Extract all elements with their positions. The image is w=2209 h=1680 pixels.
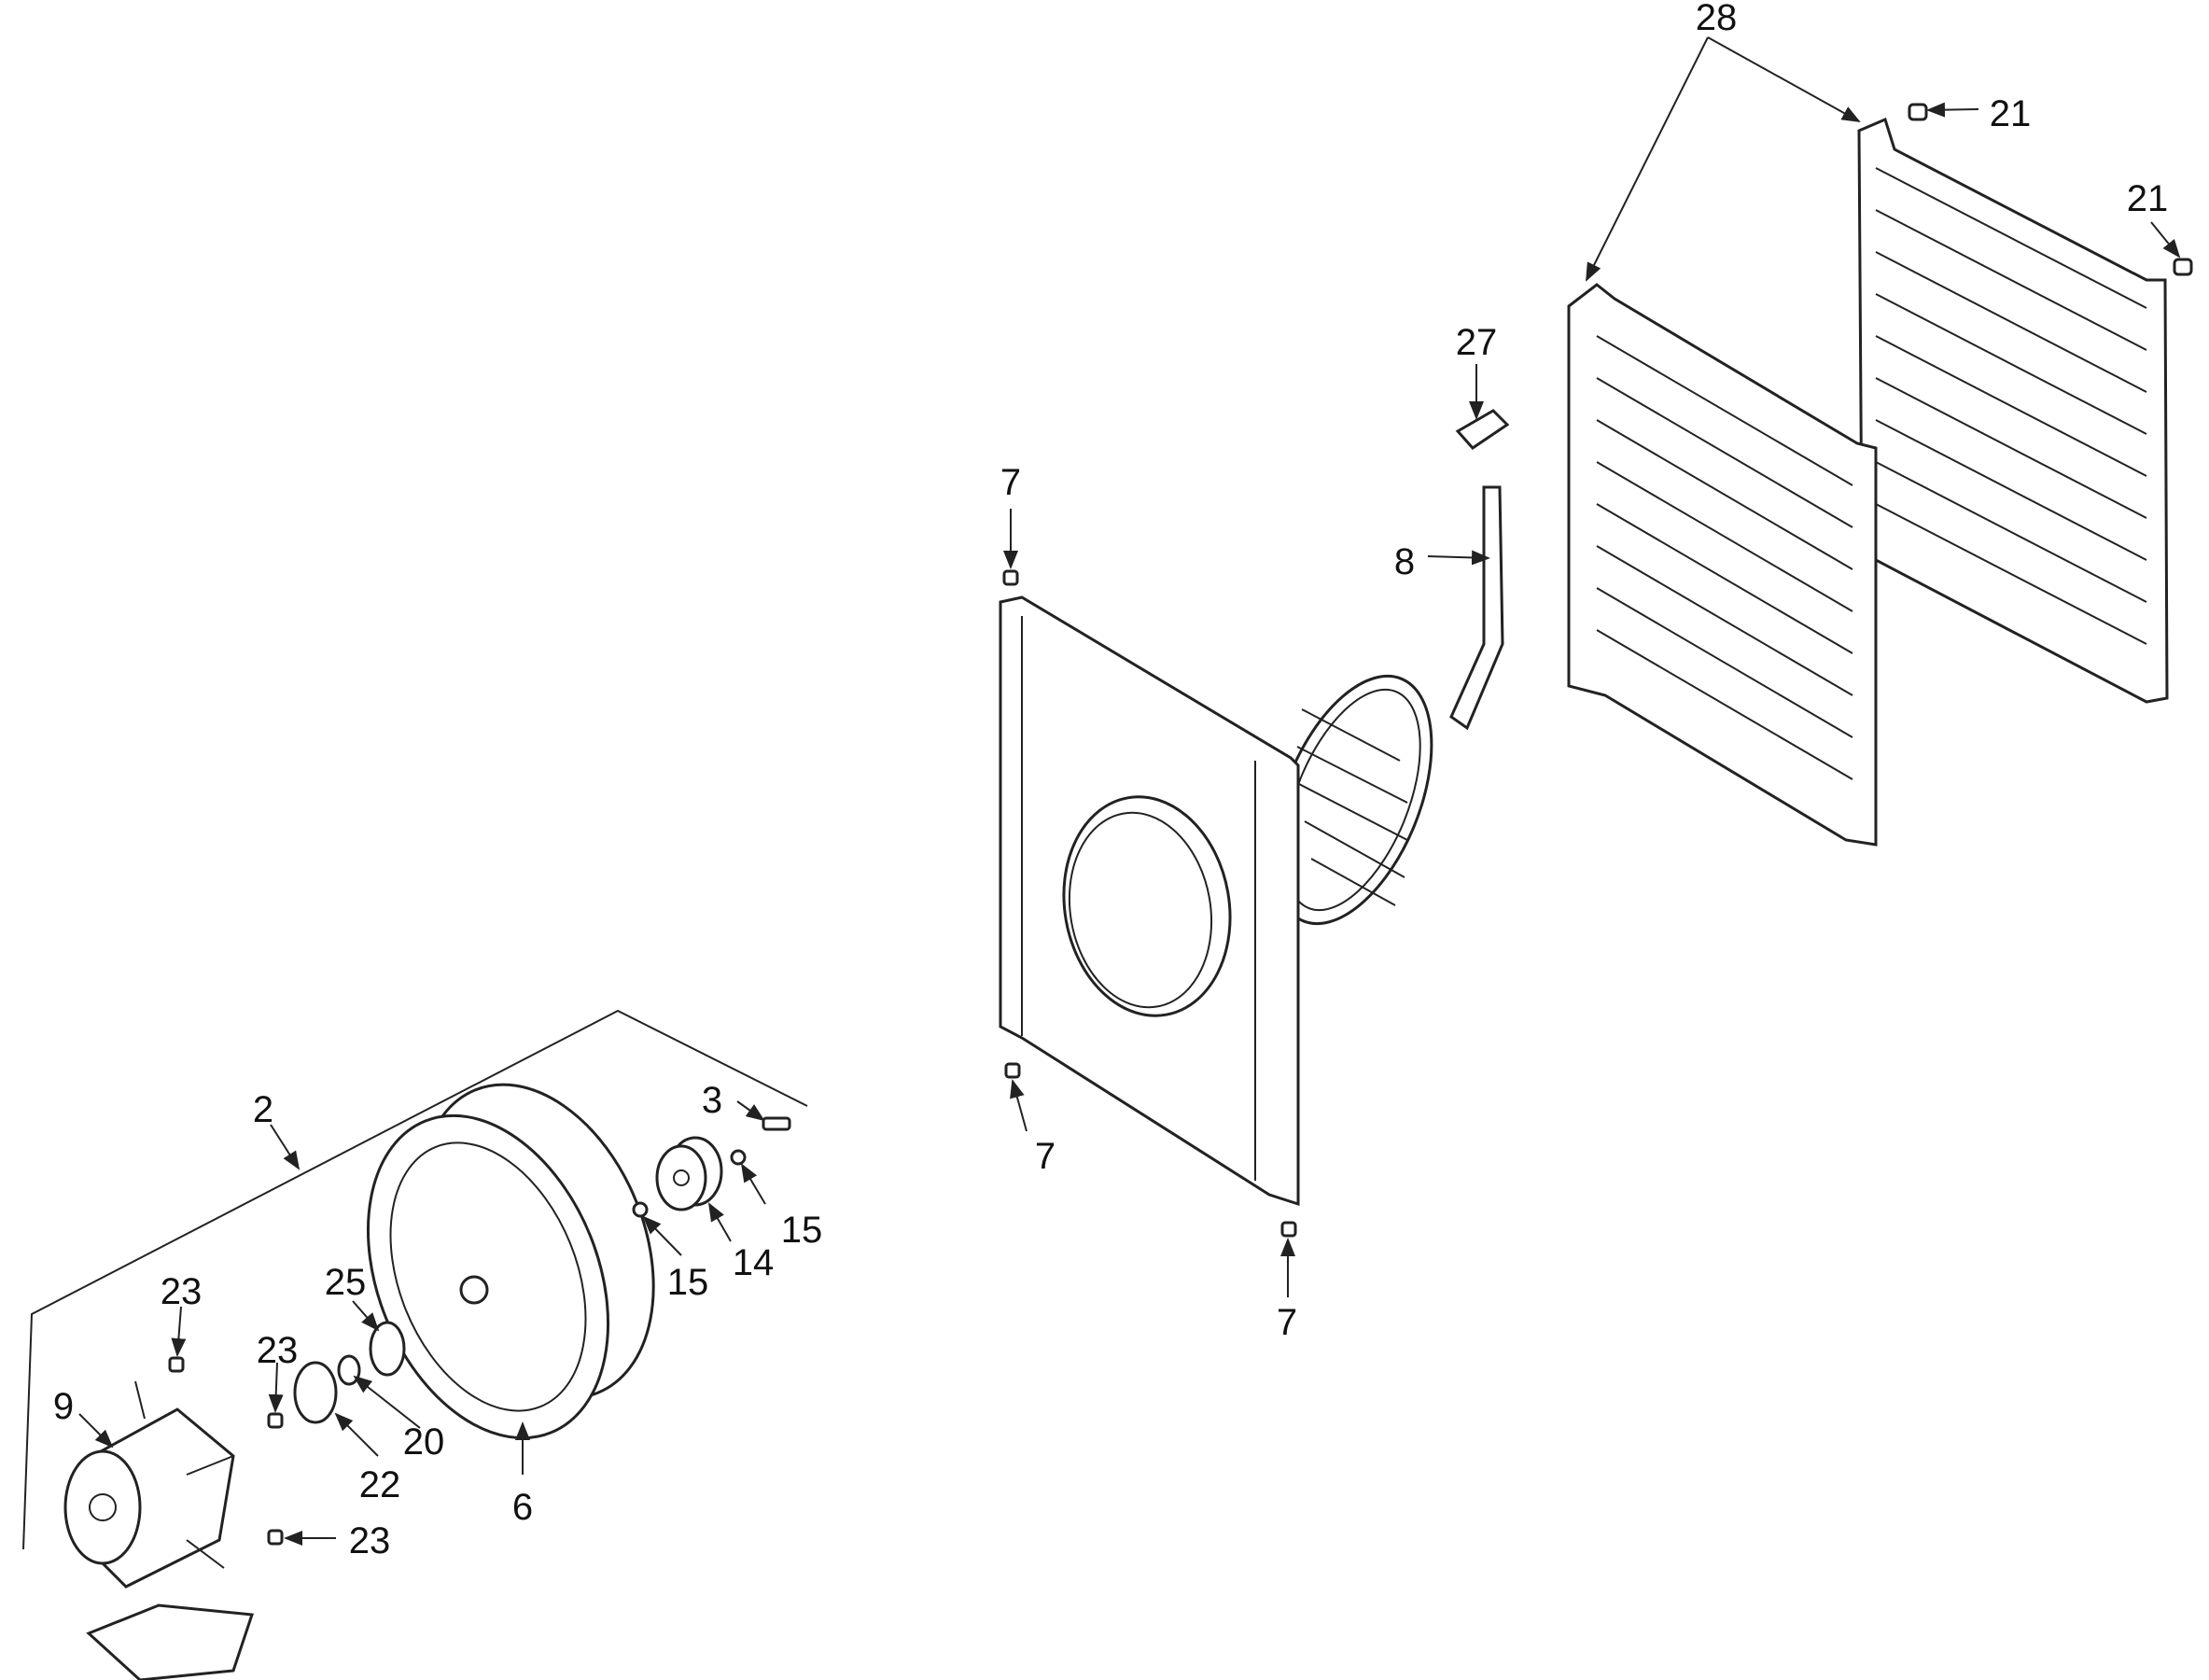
screw-icon bbox=[1280, 1221, 1297, 1238]
assembly-bracket bbox=[22, 1009, 808, 1550]
clip bbox=[1455, 409, 1510, 450]
callout-15: 15 bbox=[667, 1262, 709, 1303]
callout-20: 20 bbox=[403, 1421, 445, 1463]
callout-7: 7 bbox=[1000, 462, 1021, 503]
callout-7: 7 bbox=[1035, 1136, 1056, 1177]
callout-22: 22 bbox=[359, 1464, 401, 1505]
bolt-icon bbox=[762, 1116, 791, 1131]
nut-icon bbox=[267, 1529, 284, 1546]
callout-25: 25 bbox=[325, 1262, 367, 1303]
callout-21: 21 bbox=[1990, 93, 2032, 134]
callout-28: 28 bbox=[1696, 0, 1738, 38]
callout-14: 14 bbox=[733, 1242, 775, 1283]
motor bbox=[63, 1380, 255, 1680]
washer-plate bbox=[293, 1361, 338, 1424]
rack-left bbox=[1567, 283, 1878, 847]
cap-icon bbox=[2173, 258, 2193, 276]
callout-15: 15 bbox=[781, 1210, 823, 1251]
screw-icon bbox=[1002, 569, 1019, 586]
nut-icon bbox=[267, 1412, 284, 1429]
callout-23: 23 bbox=[161, 1271, 203, 1312]
leader-lines bbox=[78, 36, 2181, 1546]
plate bbox=[369, 1321, 406, 1377]
washer-icon bbox=[632, 1201, 649, 1218]
bracket bbox=[1449, 485, 1504, 731]
grille bbox=[1271, 674, 1433, 926]
rack-right bbox=[1857, 117, 2169, 704]
callout-6: 6 bbox=[512, 1487, 533, 1528]
panel bbox=[999, 595, 1300, 1207]
callout-8: 8 bbox=[1394, 541, 1415, 582]
cap-icon bbox=[1908, 103, 1928, 121]
callout-9: 9 bbox=[53, 1386, 74, 1427]
callout-7: 7 bbox=[1277, 1302, 1297, 1343]
bearing bbox=[337, 1354, 361, 1386]
callout-2: 2 bbox=[253, 1089, 273, 1130]
callout-27: 27 bbox=[1456, 322, 1498, 363]
callout-23: 23 bbox=[349, 1520, 391, 1561]
washer-icon bbox=[730, 1149, 747, 1166]
callout-3: 3 bbox=[702, 1080, 722, 1121]
pulley bbox=[655, 1136, 723, 1211]
screw-icon bbox=[1004, 1062, 1021, 1079]
callout-21: 21 bbox=[2127, 178, 2169, 219]
callout-23: 23 bbox=[257, 1330, 299, 1371]
fan-wheel bbox=[366, 1083, 655, 1440]
nut-icon bbox=[168, 1356, 185, 1373]
